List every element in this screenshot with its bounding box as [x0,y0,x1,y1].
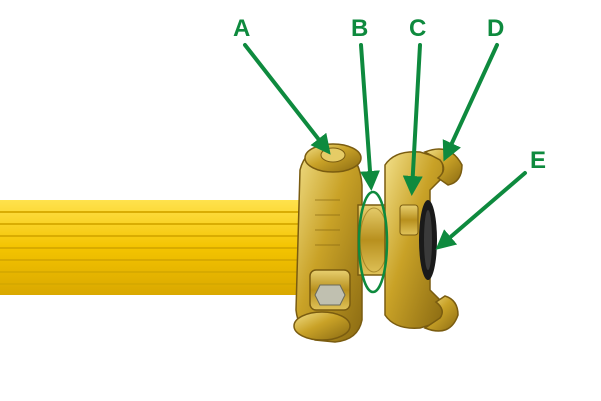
arrow-e [435,171,527,250]
callout-label-a: A [233,15,251,42]
callout-label-c: C [409,15,427,42]
callout-label-e: E [530,147,547,174]
callout-label-d: D [487,15,505,42]
arrow-c [402,43,423,196]
hose-clamp [293,143,363,343]
claw-coupling-head [384,148,463,332]
highlight-ellipse [357,190,389,294]
arrow-d [442,43,499,162]
callout-label-b: B [351,15,369,42]
arrow-b [359,43,380,191]
arrow-a [243,43,331,155]
hose [0,200,305,295]
